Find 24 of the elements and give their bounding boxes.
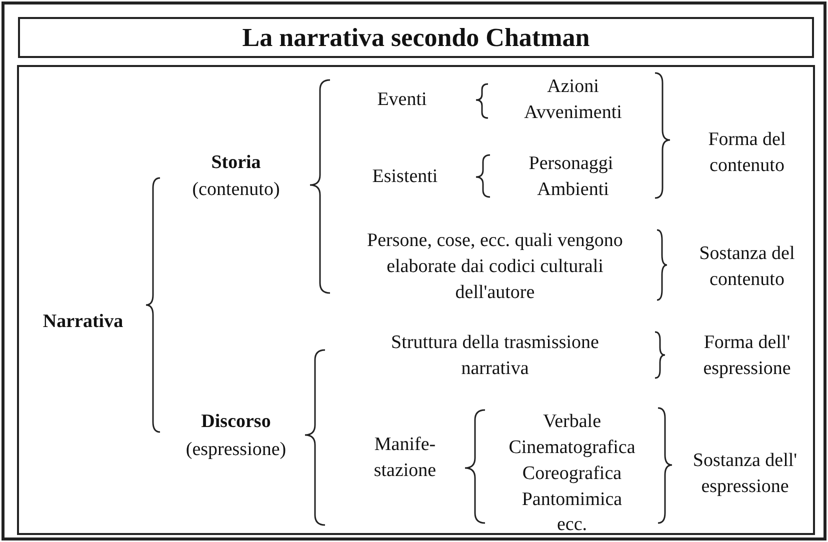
- text-label: Forma dell' espressione: [702, 331, 792, 381]
- text-label: Forma del contenuto: [707, 128, 787, 178]
- title: La narrativa secondo Chatman: [18, 17, 814, 58]
- text-label: Pantomimica: [520, 488, 624, 512]
- heading-label: Discorso: [200, 410, 272, 434]
- text-label: Ambienti: [536, 178, 610, 202]
- text-label: Personaggi: [528, 152, 614, 176]
- heading-label: Narrativa: [42, 310, 124, 334]
- heading-label: Storia: [210, 151, 262, 175]
- text-label: Manife- stazione: [372, 433, 438, 483]
- text-label: Struttura della trasmissione narrativa: [390, 331, 600, 381]
- text-label: Coreografica: [521, 462, 623, 486]
- text-label: Verbale: [542, 410, 602, 434]
- text-label: Esistenti: [371, 165, 439, 189]
- text-label: Eventi: [376, 88, 428, 112]
- text-label: Azioni: [546, 75, 600, 99]
- text-label: Cinematografica: [508, 436, 636, 460]
- text-label: (contenuto): [191, 178, 281, 202]
- text-label: Persone, cose, ecc. quali vengono elaborate dai codici culturali dell'autore: [366, 229, 624, 305]
- text-label: (espressione): [184, 438, 288, 462]
- text-label: Avvenimenti: [523, 101, 623, 125]
- text-label: ecc.: [556, 513, 588, 537]
- text-label: Sostanza dell' espressione: [692, 449, 798, 499]
- text-label: Sostanza del contenuto: [698, 242, 796, 292]
